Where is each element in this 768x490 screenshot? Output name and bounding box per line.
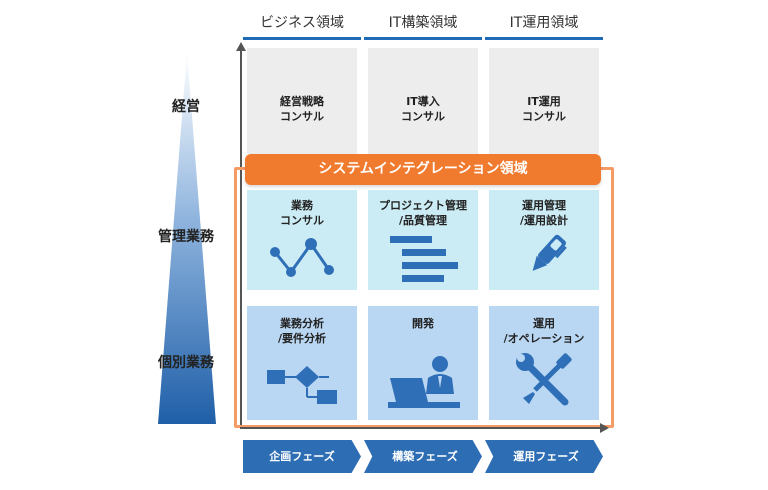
gantt-bars-icon: [390, 236, 458, 282]
cell-line2: コンサル: [280, 214, 324, 227]
cell-line2: /品質管理: [398, 214, 448, 227]
cell-business-strategy-consulting: 経営戦略 コンサル: [247, 48, 357, 154]
cell-line1: プロジェクト管理: [379, 199, 467, 212]
x-axis: [240, 427, 602, 429]
cell-line1: IT運用: [527, 95, 561, 108]
flowchart-icon: [267, 366, 337, 404]
cell-line2: /オペレーション: [503, 332, 585, 345]
cell-line1: 業務分析: [280, 317, 324, 330]
cell-it-operation-consulting: IT運用 コンサル: [489, 48, 599, 154]
cell-line1: 運用: [533, 317, 555, 330]
phase-construction: 構築フェーズ: [364, 440, 482, 473]
y-axis: [240, 50, 242, 428]
column-header-business: ビジネス領域: [243, 10, 361, 40]
column-header-it-build: IT構築領域: [364, 10, 482, 40]
cell-business-consulting: 業務 コンサル: [247, 190, 357, 290]
cell-line2: コンサル: [280, 110, 324, 123]
cell-line1: IT導入: [406, 95, 440, 108]
row-label-admin-work: 管理業務: [158, 229, 214, 245]
cell-line2: /要件分析: [277, 332, 327, 345]
row-label-management: 経営: [172, 99, 200, 115]
row-label-individual-work: 個別業務: [158, 355, 214, 371]
cell-line2: /運用設計: [519, 214, 569, 227]
y-axis-arrow: [236, 42, 246, 51]
cell-it-introduction-consulting: IT導入 コンサル: [368, 48, 478, 154]
phase-planning: 企画フェーズ: [243, 440, 361, 473]
phase-operation: 運用フェーズ: [485, 440, 603, 473]
cell-line1: 業務: [291, 199, 313, 212]
cell-line1: 開発: [412, 317, 434, 330]
cell-operation: 運用 /オペレーション: [489, 306, 599, 420]
wrench-screwdriver-icon: [516, 353, 572, 406]
x-axis-arrow: [600, 423, 609, 433]
pen-icon: [532, 234, 567, 271]
developer-at-laptop-icon: [388, 356, 460, 408]
cell-line1: 経営戦略: [280, 95, 324, 108]
cell-project-quality-management: プロジェクト管理 /品質管理: [368, 190, 478, 290]
column-header-it-operation: IT運用領域: [485, 10, 603, 40]
cell-line2: コンサル: [522, 110, 566, 123]
cell-operation-design: 運用管理 /運用設計: [489, 190, 599, 290]
line-chart-icon: [270, 238, 334, 277]
cell-business-requirements-analysis: 業務分析 /要件分析: [247, 306, 357, 420]
cell-line1: 運用管理: [522, 199, 566, 212]
cell-development: 開発: [368, 306, 478, 420]
hierarchy-pyramid: [158, 52, 216, 424]
system-integration-banner: システムインテグレーション領域: [245, 154, 601, 185]
cell-line2: コンサル: [401, 110, 445, 123]
